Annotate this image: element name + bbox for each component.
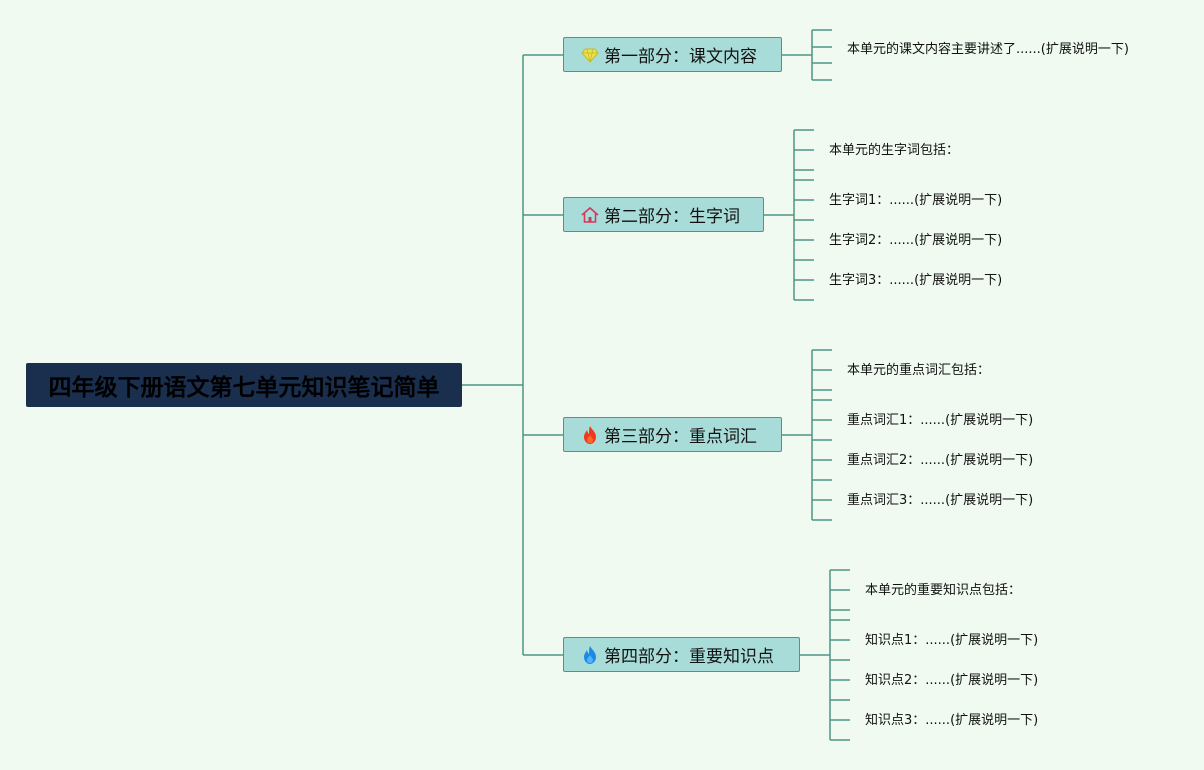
leaf-2-2: 生字词1：......(扩展说明一下) xyxy=(829,193,1003,208)
leaf-2-3: 生字词2：......(扩展说明一下) xyxy=(829,233,1003,248)
branch-topic-1[interactable]: 第一部分：课文内容 xyxy=(563,37,782,72)
branch-topic-3[interactable]: 第三部分：重点词汇 xyxy=(563,417,782,452)
branch-label-4: 第四部分：重要知识点 xyxy=(604,647,774,667)
branch-topic-2[interactable]: 第二部分：生字词 xyxy=(563,197,764,232)
root-title: 四年级下册语文第七单元知识笔记简单 xyxy=(48,375,440,401)
leaf-4-2: 知识点1：......(扩展说明一下) xyxy=(865,633,1039,648)
leaf-3-3: 重点词汇2：......(扩展说明一下) xyxy=(847,453,1034,468)
red-flame-icon xyxy=(580,425,600,445)
leaf-2-4: 生字词3：......(扩展说明一下) xyxy=(829,273,1003,288)
branch-topic-4[interactable]: 第四部分：重要知识点 xyxy=(563,637,800,672)
leaf-3-1: 本单元的重点词汇包括： xyxy=(847,363,991,378)
blue-flame-icon xyxy=(580,645,600,665)
branch-label-1: 第一部分：课文内容 xyxy=(604,47,757,67)
leaf-3-2: 重点词汇1：......(扩展说明一下) xyxy=(847,413,1034,428)
leaf-4-1: 本单元的重要知识点包括： xyxy=(865,583,1022,598)
leaf-4-4: 知识点3：......(扩展说明一下) xyxy=(865,713,1039,728)
branch-label-3: 第三部分：重点词汇 xyxy=(604,427,757,447)
branch-label-2: 第二部分：生字词 xyxy=(604,207,740,227)
house-icon xyxy=(580,205,600,225)
diamond-icon xyxy=(580,45,600,65)
leaf-4-3: 知识点2：......(扩展说明一下) xyxy=(865,673,1039,688)
root-topic[interactable]: 四年级下册语文第七单元知识笔记简单 xyxy=(26,363,462,407)
leaf-1-1: 本单元的课文内容主要讲述了......(扩展说明一下) xyxy=(847,42,1129,57)
leaf-2-1: 本单元的生字词包括： xyxy=(829,143,960,158)
leaf-3-4: 重点词汇3：......(扩展说明一下) xyxy=(847,493,1034,508)
